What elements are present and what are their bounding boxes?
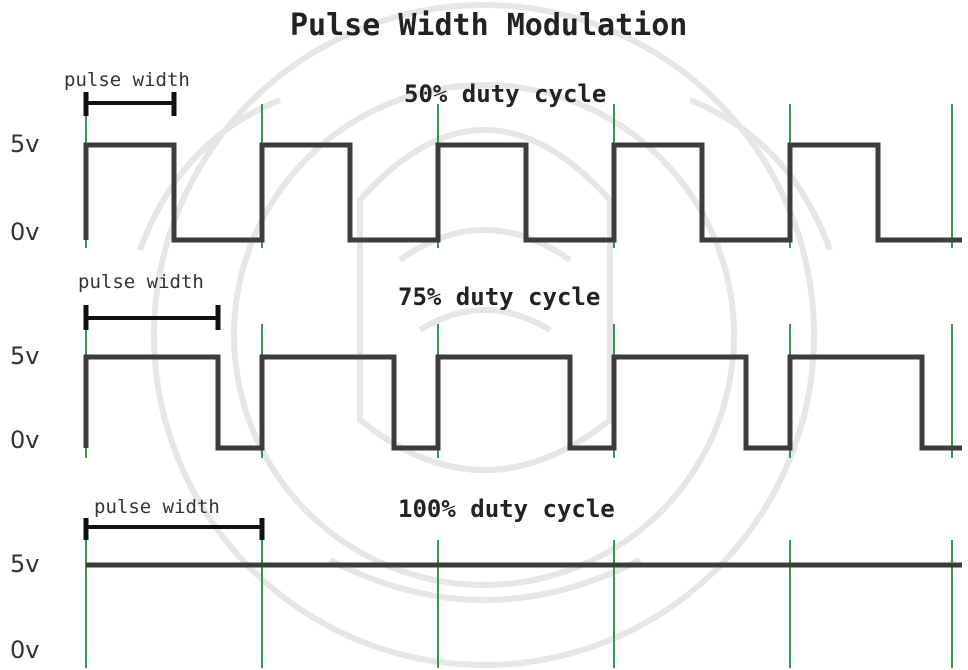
- signal-waveform: [86, 145, 962, 240]
- signal-waveform: [86, 357, 962, 448]
